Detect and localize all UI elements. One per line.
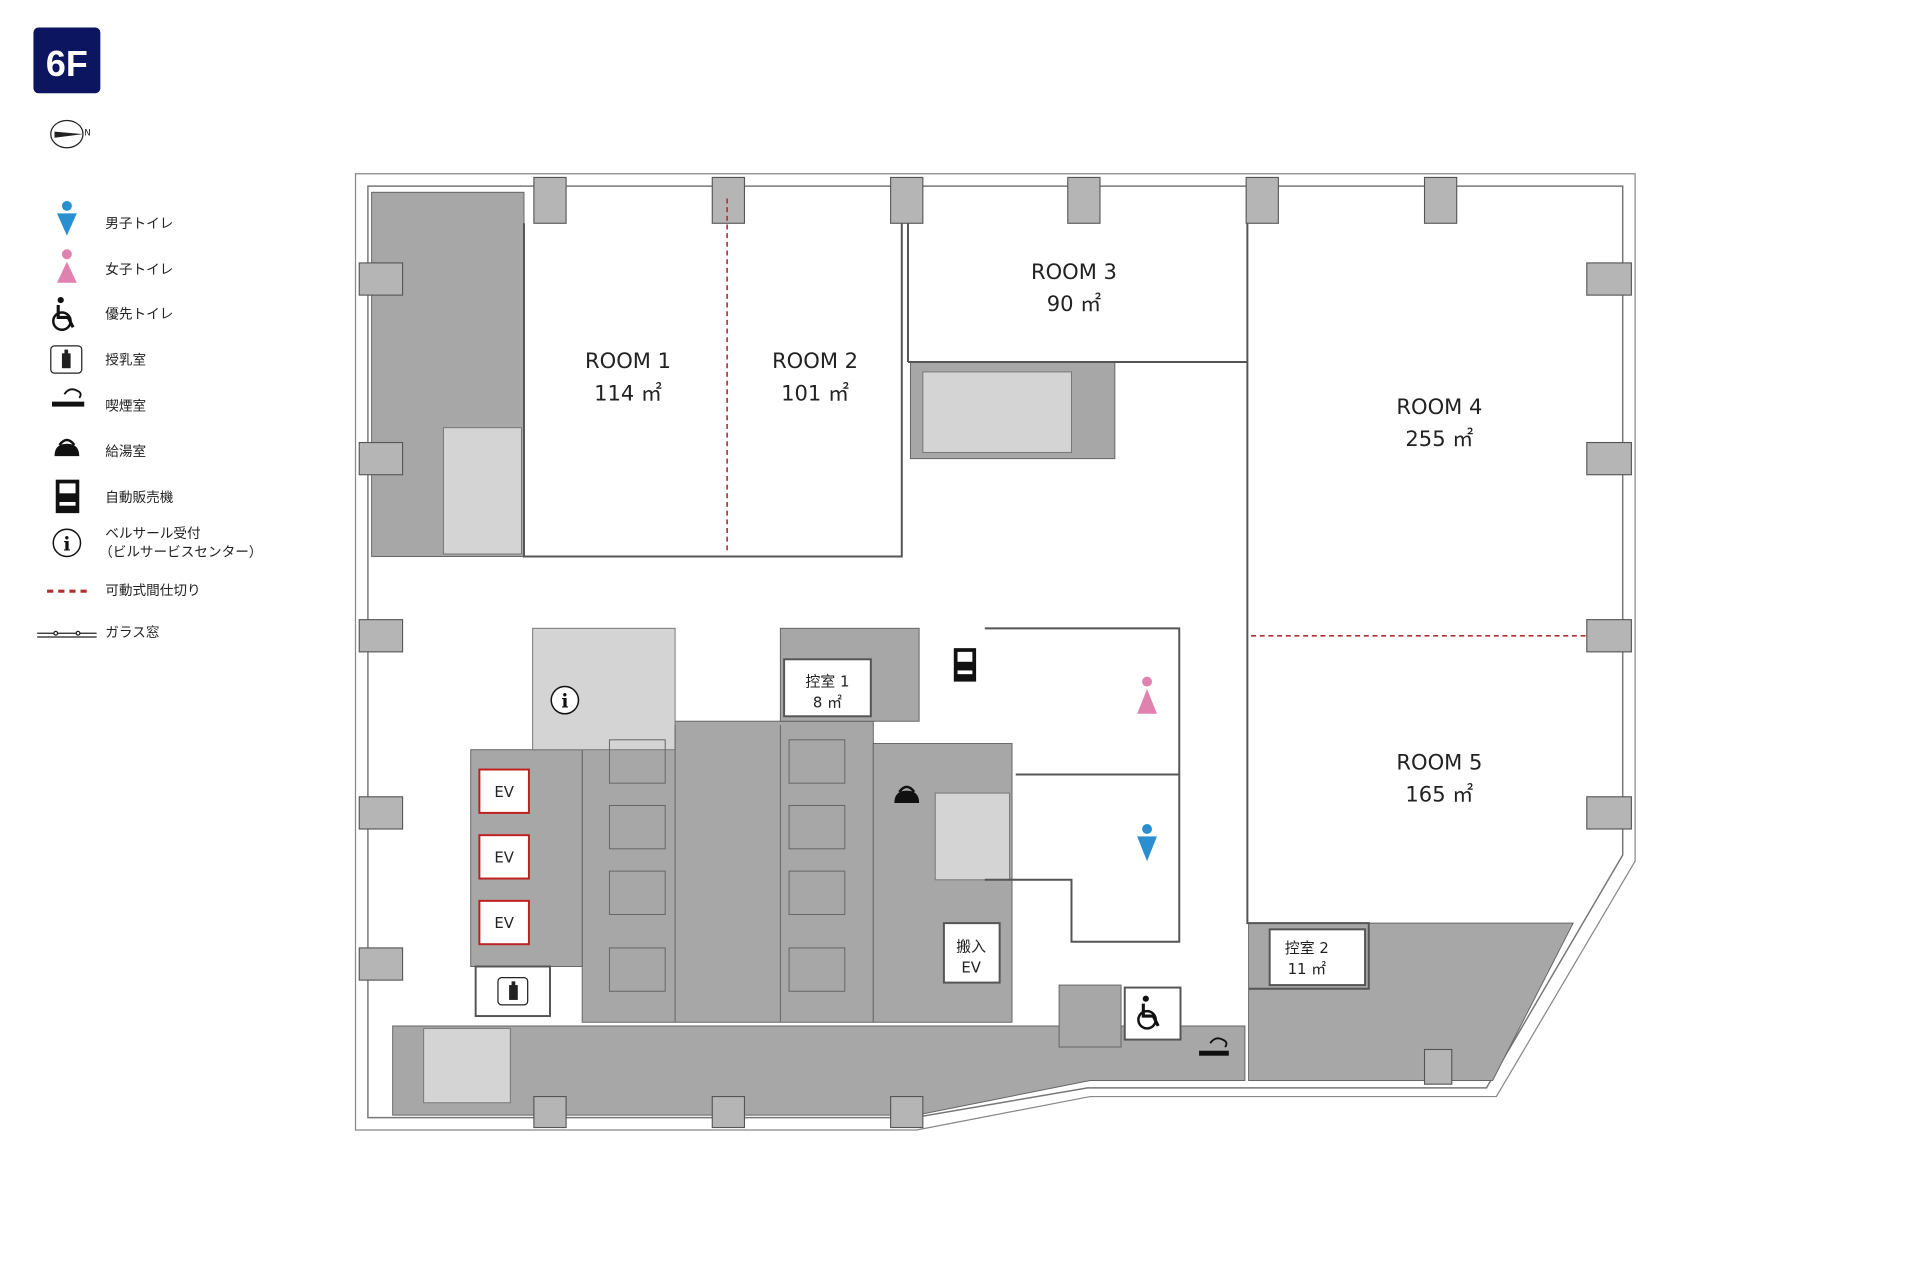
room-3-name: ROOM 3: [1031, 259, 1117, 284]
room-1-area: 114 ㎡: [594, 380, 662, 405]
legend-label: （ビルサービスセンター）: [99, 544, 262, 560]
legend-label: 給湯室: [105, 443, 146, 460]
glass-window-icon: [37, 630, 97, 638]
smoking-icon: [1199, 1037, 1229, 1056]
room-5-area: 165 ㎡: [1405, 782, 1473, 807]
stairs: [934, 792, 1011, 881]
elevator: EV: [478, 768, 530, 814]
room-2-area: 101 ㎡: [781, 380, 849, 405]
legend-label: ガラス窓: [105, 624, 159, 641]
svg-text:EV: EV: [494, 914, 514, 932]
anteroom-2-area: 11 ㎡: [1288, 960, 1327, 978]
vending-machine-icon: [55, 479, 80, 514]
room-4-name: ROOM 4: [1396, 394, 1482, 419]
male-toilet-icon: [56, 200, 77, 236]
baby-bottle-icon: [50, 345, 83, 374]
legend-label: 男子トイレ: [105, 216, 173, 232]
compass-icon: N: [50, 119, 91, 149]
stairs: [442, 427, 522, 555]
legend: 男子トイレ 女子トイレ 優先トイレ 授乳室 喫煙室 給湯室 自動販売機 i ベル…: [37, 200, 262, 641]
svg-text:6F: 6F: [46, 43, 88, 84]
male-toilet-icon: [1137, 824, 1157, 862]
legend-label: 優先トイレ: [105, 307, 173, 323]
kettle-icon: [894, 785, 920, 803]
legend-label: 自動販売機: [105, 490, 173, 506]
legend-label: 授乳室: [105, 351, 146, 368]
svg-text:EV: EV: [494, 783, 514, 801]
legend-label: 喫煙室: [105, 397, 146, 414]
anteroom-2-name: 控室 2: [1285, 939, 1329, 957]
core: [581, 720, 874, 1023]
info-icon: i: [550, 685, 580, 715]
svg-text:N: N: [84, 128, 90, 138]
stairs: [423, 1027, 511, 1104]
room-5-name: ROOM 5: [1396, 750, 1482, 775]
room-2-name: ROOM 2: [772, 348, 858, 373]
floor-badge: 6F: [33, 27, 101, 94]
elevator: EV: [478, 899, 530, 946]
legend-label: 女子トイレ: [105, 261, 173, 278]
columns: [358, 176, 1632, 1129]
svg-text:i: i: [561, 692, 568, 713]
freight-ev-label: 搬入: [956, 938, 986, 956]
legend-label: ベルサール受付: [105, 526, 200, 542]
female-toilet-icon: [1137, 676, 1157, 714]
svg-text:EV: EV: [494, 848, 514, 866]
wheelchair-icon: [1137, 995, 1160, 1030]
room-3-area: 90 ㎡: [1047, 291, 1102, 316]
room-1-name: ROOM 1: [585, 348, 671, 373]
vending-machine-icon: [953, 648, 977, 682]
svg-text:i: i: [63, 534, 70, 555]
elevator: EV: [478, 834, 530, 880]
info-icon: i: [52, 528, 82, 558]
baby-bottle-icon: [497, 977, 529, 1006]
anteroom-1-name: 控室 1: [806, 673, 850, 691]
smoking-icon: [52, 388, 85, 407]
female-toilet-icon: [56, 249, 77, 283]
service-area: [392, 1025, 1246, 1116]
reception-area: [532, 627, 676, 751]
wheelchair-icon: [52, 296, 75, 332]
room-4-area: 255 ㎡: [1405, 426, 1473, 451]
kettle-icon: [54, 438, 80, 457]
anteroom-1-area: 8 ㎡: [813, 694, 842, 712]
freight-ev-label: EV: [961, 959, 981, 977]
legend-label: 可動式間仕切り: [105, 583, 200, 599]
